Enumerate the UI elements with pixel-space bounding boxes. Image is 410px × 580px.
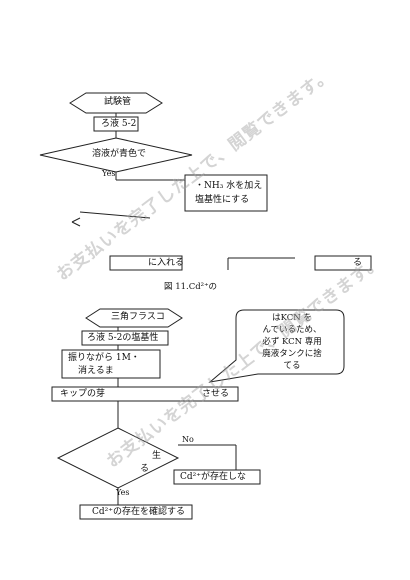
decision-label-1: 溶液が青色で: [92, 149, 147, 159]
decision-diamond-1: [39, 137, 193, 173]
put-in-label: に入れる: [148, 258, 185, 268]
sample-box-2: [81, 330, 169, 346]
sample-label-2: ろ液 5-2の塩基性: [87, 333, 159, 343]
shake-line2: 消えるま: [78, 366, 114, 376]
right-end-box: [314, 255, 372, 271]
warning-line: てる: [283, 361, 301, 371]
nh3-step-line2: 塩基性にする: [195, 195, 250, 205]
shake-box: [61, 349, 161, 379]
warning-line: はKCN を: [272, 313, 312, 323]
decision-label-2b: る: [140, 464, 150, 474]
absent-box: [173, 469, 261, 485]
nh3-step-box: [184, 174, 268, 212]
shake-line1: 振りながら 1M・: [68, 353, 140, 363]
no-label: No: [182, 435, 194, 444]
kipp-right-label: させる: [202, 389, 230, 399]
yes-label-2: Yes: [116, 488, 130, 497]
start-hexagon-2: [85, 308, 183, 328]
yes-label-1: Yes: [102, 169, 116, 178]
figure-caption: 図 11.Cd²⁺の: [164, 282, 218, 292]
confirm-box: [79, 504, 193, 520]
warning-line: 廃液タンクに捨: [262, 349, 322, 359]
kipp-box: [51, 386, 239, 402]
warning-line: 必ず KCN 専用: [262, 337, 322, 347]
connector: [79, 211, 151, 219]
start-label-2: 三角フラスコ: [111, 312, 165, 322]
warning-speech-bubble: [208, 309, 345, 383]
kipp-left-label: キップの芽: [60, 389, 106, 399]
put-in-box: [109, 255, 183, 271]
warning-text: はKCN を んでいるため、 必ず KCN 専用 廃液タンクに捨 てる: [246, 312, 338, 372]
right-end-label: る: [353, 258, 363, 268]
confirm-label: Cd²⁺の存在を確認する: [92, 507, 186, 517]
start-label-1: 試験管: [104, 97, 132, 107]
start-hexagon-1: [69, 92, 163, 114]
absent-label: Cd²⁺が存在しな: [180, 472, 247, 482]
connector: [71, 221, 81, 227]
decision-label-2a: 生: [152, 451, 162, 461]
connector: [71, 217, 81, 223]
sample-label-1: ろ液 5-2: [101, 119, 137, 129]
warning-line: んでいるため、: [262, 325, 322, 335]
nh3-step-line1: ・NH₃ 水を加え: [195, 181, 263, 191]
